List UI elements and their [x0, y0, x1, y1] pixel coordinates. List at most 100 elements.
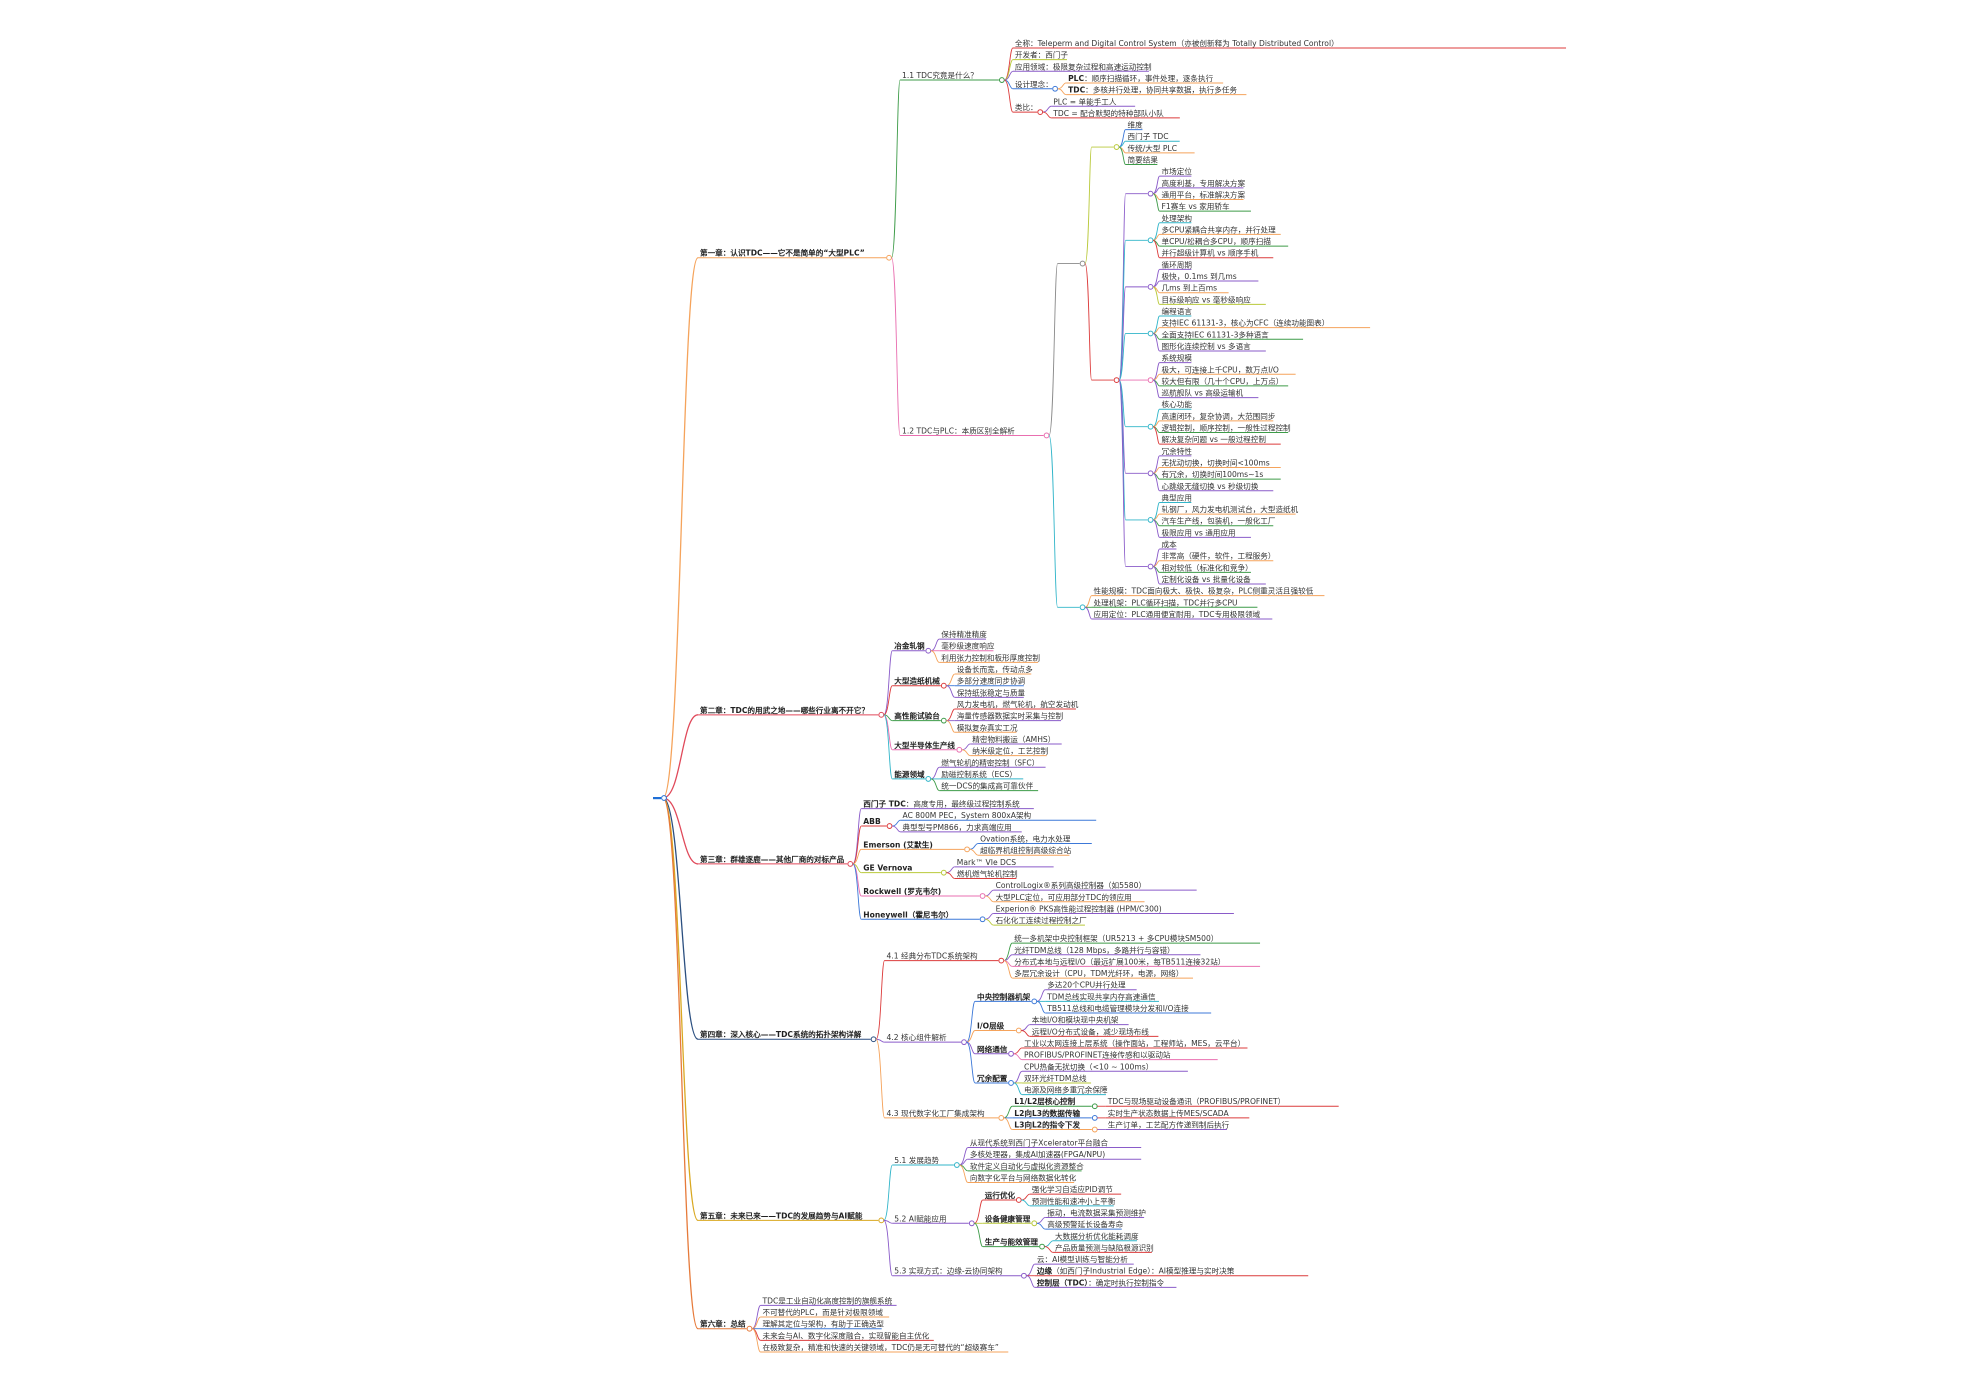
leaf-node[interactable]: PLC = 单能手工人 — [1053, 96, 1117, 106]
branch-toggle[interactable] — [964, 846, 970, 853]
leaf-node[interactable]: 多核处理器，集成AI加速器(FPGA/NPU) — [970, 1149, 1105, 1159]
leaf-node[interactable]: 汽车生产线，包装机，一般化工厂 — [1162, 516, 1276, 526]
branch-toggle[interactable] — [968, 1220, 975, 1227]
leaf-node[interactable]: 多层冗余设计（CPU，TDM光纤环，电源，网络） — [1014, 968, 1183, 978]
topic-node[interactable]: I/O层级 — [977, 1021, 1005, 1031]
leaf-node[interactable]: TB511总线和电缆管理模块分发和I/O连接 — [1046, 1003, 1189, 1013]
branch-toggle[interactable] — [1043, 432, 1050, 439]
leaf-node[interactable]: Ovation系统，电力水处理 — [980, 834, 1071, 844]
leaf-node[interactable]: 几ms 到上百ms — [1162, 284, 1218, 293]
leaf-node[interactable]: 从现代系统到西门子Xcelerator平台融合 — [970, 1138, 1108, 1148]
leaf-node[interactable]: 励磁控制系统（ECS） — [941, 769, 1017, 779]
leaf-node[interactable]: 未来会与AI、数字化深度融合，实现智能自主优化 — [763, 1330, 930, 1340]
leaf-node[interactable]: 统一多机架中央控制框架（UR5213 + 多CPU模块SM500） — [1014, 933, 1218, 943]
topic-node[interactable]: 运行优化 — [985, 1190, 1016, 1200]
leaf-node[interactable]: 极快，0.1ms 到几ms — [1162, 271, 1237, 281]
leaf-node[interactable]: 相对较低（标准化和竞争） — [1162, 562, 1253, 572]
leaf-node[interactable]: 全面支持IEC 61131-3多种语言 — [1162, 329, 1270, 339]
leaf-node[interactable]: 不可替代的PLC，而是针对极限领域 — [763, 1307, 884, 1317]
topic-node[interactable]: L2向L3的数据传输 — [1014, 1108, 1080, 1118]
branch-toggle[interactable] — [1039, 1243, 1045, 1250]
topic-node[interactable]: 大型半导体生产线 — [894, 740, 955, 750]
leaf-node[interactable]: 保持纸张稳定与质量 — [957, 687, 1026, 697]
topic-node[interactable]: 冗余配置 — [976, 1073, 1008, 1083]
branch-toggle[interactable] — [1113, 144, 1120, 150]
branch-toggle[interactable] — [847, 861, 854, 867]
branch-toggle[interactable] — [746, 1325, 753, 1332]
leaf-node[interactable]: 生产订单，工艺配方传递到制后执行 — [1108, 1120, 1230, 1130]
leaf-node[interactable]: 远程I/O分布式设备，减少现场布线 — [1032, 1026, 1149, 1036]
leaf-node[interactable]: TDC与现场驱动设备通讯（PROFIBUS/PROFINET） — [1107, 1096, 1285, 1106]
branch-toggle[interactable] — [1015, 1027, 1022, 1034]
leaf-node[interactable]: 西门子 TDC — [1128, 131, 1169, 141]
leaf-node[interactable]: 燃机燃气轮机控制 — [957, 868, 1018, 878]
topic-node[interactable]: 大型造纸机械 — [894, 676, 940, 686]
leaf-node[interactable]: 性能规模：TDC面向极大、极快、极复杂，PLC侧重灵活且强较低 — [1094, 586, 1314, 596]
topic-node[interactable]: 5.1 发展趋势 — [894, 1155, 939, 1165]
leaf-node[interactable]: 统一DCS的集成高可靠伙伴 — [941, 781, 1033, 791]
leaf-node[interactable]: 超临界机组控制高级综合站 — [980, 845, 1072, 855]
branch-toggle[interactable] — [998, 957, 1005, 964]
branch-toggle[interactable] — [1147, 517, 1154, 523]
leaf-node[interactable]: 实时生产状态数据上传MES/SCADA — [1108, 1108, 1230, 1118]
branch-toggle[interactable] — [940, 717, 947, 724]
leaf-node[interactable]: 风力发电机，燃气轮机，航空发动机 — [957, 699, 1079, 709]
leaf-node[interactable]: 利用张力控制和板形厚度控制 — [941, 652, 1040, 662]
leaf-node[interactable]: 云：AI模型训练与智能分析 — [1037, 1254, 1128, 1264]
leaf-node[interactable]: 典型型号PM866，力求高端应用 — [903, 822, 1012, 832]
leaf-node[interactable]: 核心功能 — [1162, 399, 1193, 409]
topic-node[interactable]: 5.2 AI赋能应用 — [894, 1213, 946, 1223]
branch-toggle[interactable] — [998, 77, 1005, 83]
leaf-node[interactable]: 典型应用 — [1162, 492, 1192, 502]
leaf-node[interactable]: 非常高（硬件，软件，工程服务） — [1162, 551, 1276, 561]
topic-node[interactable]: Emerson (艾默生) — [863, 839, 933, 849]
leaf-node[interactable]: 图形化连续控制 vs 多语言 — [1162, 341, 1252, 351]
leaf-node[interactable]: 多部分速度同步协调 — [957, 676, 1026, 686]
topic-node[interactable]: 设计理念： — [1015, 79, 1053, 89]
leaf-node[interactable]: 电源及网络多重冗余保障 — [1024, 1085, 1108, 1095]
branch-toggle[interactable] — [998, 1114, 1005, 1121]
branch-toggle[interactable] — [1079, 260, 1086, 267]
branch-toggle[interactable] — [1147, 470, 1154, 477]
leaf-node[interactable]: 解决复杂问题 vs 一般过程控制 — [1162, 434, 1267, 444]
branch-toggle[interactable] — [953, 1162, 960, 1168]
leaf-node[interactable]: 全称：Teleperm and Digital Control System（亦… — [1015, 38, 1339, 48]
leaf-node[interactable]: TDC = 配合默契的特种部队小队 — [1052, 108, 1164, 118]
topic-node[interactable]: 设备健康管理 — [985, 1213, 1031, 1223]
topic-node[interactable]: GE Vernova — [863, 864, 912, 873]
leaf-node[interactable]: TDC：多核并行处理，协同共享数据，执行多任务 — [1068, 85, 1237, 95]
topic-node[interactable]: 第二章：TDC的用武之地——哪些行业离不开它？ — [700, 705, 869, 715]
branch-toggle[interactable] — [1147, 563, 1154, 570]
branch-toggle[interactable] — [1091, 1126, 1098, 1133]
branch-toggle[interactable] — [1031, 1220, 1038, 1227]
leaf-node[interactable]: 编程语言 — [1162, 306, 1193, 316]
leaf-node[interactable]: 纳米级定位，工艺控制 — [972, 746, 1048, 756]
leaf-node[interactable]: 并行超级计算机 vs 顺序手机 — [1162, 248, 1259, 258]
topic-node[interactable]: 1.1 TDC究竟是什么？ — [902, 70, 978, 80]
leaf-node[interactable]: 高速闭环，复杂协调，大范围同步 — [1162, 411, 1276, 421]
branch-toggle[interactable] — [956, 746, 963, 753]
topic-node[interactable]: L3向L2的指令下发 — [1014, 1120, 1080, 1130]
leaf-node[interactable]: TDC是工业自动化高度控制的旗舰系统 — [762, 1295, 893, 1305]
topic-node[interactable]: Honeywell（霍尼韦尔） — [863, 909, 953, 919]
leaf-node[interactable]: 应用定位：PLC通用便宜耐用，TDC专用极限领域 — [1094, 609, 1261, 619]
leaf-node[interactable]: 强化学习自适应PID调节 — [1032, 1184, 1113, 1194]
branch-toggle[interactable] — [1052, 85, 1059, 92]
root-node[interactable] — [653, 797, 661, 800]
leaf-node[interactable]: 极大，可连接上千CPU，数万点I/O — [1162, 364, 1279, 374]
branch-toggle[interactable] — [1147, 377, 1154, 383]
leaf-node[interactable]: 传统/大型 PLC — [1128, 143, 1177, 153]
topic-node[interactable]: 1.2 TDC与PLC：本质区别全解析 — [902, 425, 1015, 435]
topic-node[interactable]: 中央控制器机架 — [977, 991, 1031, 1001]
leaf-node[interactable]: 保持精准精度 — [941, 629, 987, 639]
leaf-node[interactable]: 燃气轮机的精密控制（SFC） — [941, 757, 1039, 767]
leaf-node[interactable]: 产品质量预测与缺陷根源识别 — [1055, 1242, 1154, 1252]
leaf-node[interactable]: 支持IEC 61131-3，核心为CFC（连续功能图表） — [1162, 318, 1330, 328]
topic-node[interactable]: 第三章：群雄逐鹿——其他厂商的对标产品 — [700, 854, 845, 864]
leaf-node[interactable]: 控制层（TDC）：确定时执行控制指令 — [1037, 1277, 1165, 1287]
branch-toggle[interactable] — [1037, 109, 1044, 115]
topic-node[interactable]: 第一章：认识TDC——它不是简单的“大型PLC” — [700, 248, 865, 258]
branch-toggle[interactable] — [1147, 237, 1154, 244]
branch-toggle[interactable] — [1021, 1272, 1027, 1279]
topic-node[interactable]: 4.1 经典分布TDC系统架构 — [887, 951, 978, 961]
